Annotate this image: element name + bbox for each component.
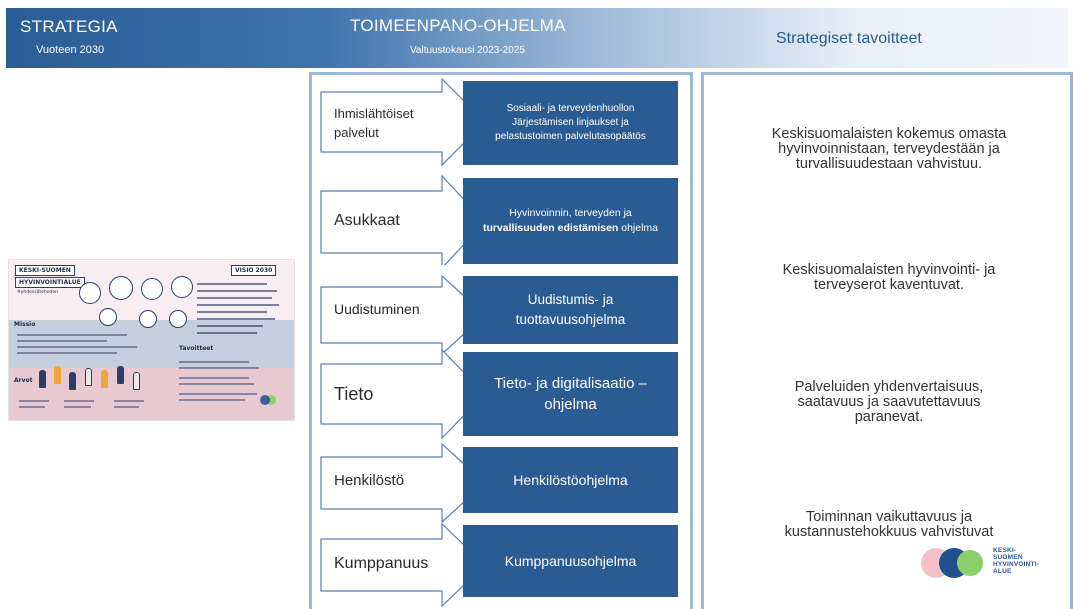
illustration-goals: Tavoitteet (179, 345, 214, 352)
arrow-label: Asukkaat (334, 212, 400, 229)
program-box: Tieto- ja digitalisaatio – ohjelma (463, 352, 678, 436)
illustration-goals-scribble-icon (179, 361, 276, 405)
program-box-line: Hyvinvoinnin, terveyden ja (509, 207, 632, 219)
illustration-mission-scribble-icon (17, 334, 137, 354)
strategy-subtitle: Vuoteen 2030 (36, 44, 105, 56)
strategy-title: STRATEGIA (20, 17, 118, 36)
arrow-label: Ihmislähtöiset palvelut (334, 106, 414, 140)
illustration-bubble-icon (141, 278, 163, 300)
illustration-bubble-icon (171, 276, 193, 298)
logo-line: KESKI- (993, 547, 1017, 554)
illustration-person-icon (101, 370, 108, 388)
program-box: Henkilöstöohjelma (463, 447, 678, 513)
header-band: STRATEGIA Vuoteen 2030 TOIMEENPANO-OHJEL… (6, 8, 1068, 68)
goals-title: Strategiset tavoitteet (776, 30, 922, 47)
illustration-tag-vision: VISIO 2030 (231, 265, 277, 276)
program-panel: Ihmislähtöiset palvelut Sosiaali- ja ter… (309, 72, 693, 609)
logo-wordmark: KESKI- SUOMEN HYVINVOINTI- ALUE (993, 547, 1039, 575)
program-box: Sosiaali- ja terveydenhuollon Järjestämi… (463, 81, 678, 165)
illustration-bubble-icon (79, 282, 101, 304)
goal-item: Keskisuomalaisten hyvinvointi- ja tervey… (782, 262, 996, 293)
illustration-person-icon (69, 372, 76, 390)
illustration-bubble-icon (169, 310, 187, 328)
logo-circles-icon (921, 548, 983, 578)
illustration-bubble-icon (109, 276, 133, 300)
illustration-hashtag: #yhdessäteheden (17, 290, 58, 295)
illustration-tag-region: KESKI-SUOMEN (15, 265, 75, 276)
illustration-tag-area: HYVINVOINTIALUE (15, 277, 85, 288)
illustration-person-icon (39, 370, 46, 388)
illustration-person-icon (117, 366, 124, 384)
illustration-person-icon (85, 368, 92, 386)
illustration-person-icon (54, 366, 61, 384)
region-logo: KESKI- SUOMEN HYVINVOINTI- ALUE (918, 545, 1058, 581)
illustration-mission: Missio (14, 321, 36, 328)
program-title: TOIMEENPANO-OHJELMA (350, 16, 566, 35)
logo-line: HYVINVOINTI- (993, 561, 1040, 568)
program-box: Hyvinvoinnin, terveyden ja turvallisuude… (463, 178, 678, 264)
illustration-text-scribble-icon (197, 283, 279, 334)
arrow-label: Henkilöstö (334, 472, 405, 489)
goal-item: Keskisuomalaisten kokemus omasta hyvinvo… (771, 126, 1007, 172)
program-subtitle: Valtuustokausi 2023-2025 (410, 45, 525, 56)
logo-line: SUOMEN (993, 554, 1023, 561)
illustration-bubble-icon (139, 310, 157, 328)
illustration-person-icon (133, 372, 140, 390)
program-box-line: turvallisuuden edistämisen ohjelma (483, 221, 658, 236)
goal-item: Toiminnan vaikuttavuus ja kustannustehok… (784, 509, 994, 540)
program-box-emphasis: turvallisuuden edistämisen (482, 222, 619, 234)
program-box-rest: ohjelma (618, 222, 659, 234)
illustration-values: Arvot (14, 377, 33, 384)
program-box: Uudistumis- ja tuottavuusohjelma (463, 276, 678, 344)
arrow-label: Kumppanuus (334, 555, 429, 572)
program-box: Kumppanuusohjelma (463, 525, 678, 597)
illustration-values-scribble-icon (19, 400, 144, 408)
illustration-bubble-icon (99, 308, 117, 326)
logo-line: ALUE (993, 568, 1012, 575)
arrow-label: Uudistuminen (334, 301, 420, 317)
strategy-illustration: KESKI-SUOMEN HYVINVOINTIALUE VISIO 2030 … (8, 259, 295, 421)
arrow-label: Tieto (334, 384, 374, 404)
goals-panel: Keskisuomalaisten kokemus omasta hyvinvo… (701, 72, 1073, 609)
goal-item: Palveluiden yhdenvertaisuus, saatavuus j… (794, 379, 984, 425)
